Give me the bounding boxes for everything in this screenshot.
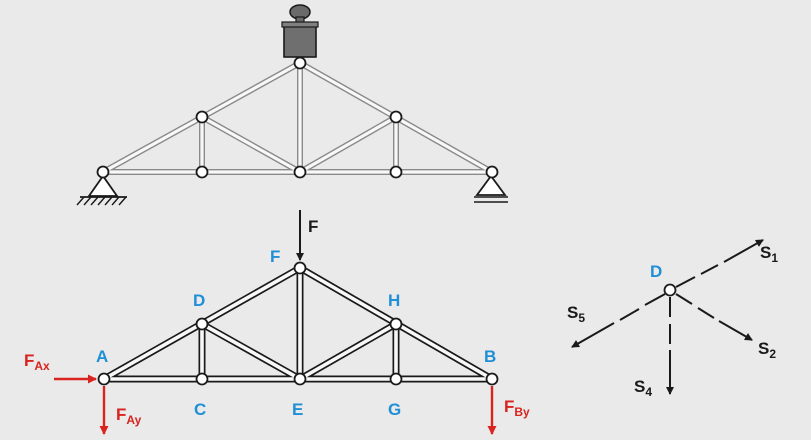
labeled-truss: F F D H A B C E G FAx FAy FBy <box>24 210 530 435</box>
load-label: F <box>308 217 318 236</box>
reaction-fay-label: FAy <box>116 405 142 427</box>
joint-d <box>195 317 209 331</box>
reaction-fby-label: FBy <box>504 397 530 419</box>
force-s1-label: S1 <box>760 243 778 265</box>
node-label-h: H <box>388 291 400 310</box>
reaction-fax-label: FAx <box>24 351 50 373</box>
force-s4-label: S4 <box>634 377 652 399</box>
force-s2-arrow <box>718 320 753 341</box>
force-s1-arrow <box>723 239 764 263</box>
roller-support-icon <box>474 174 508 203</box>
node-label-d: D <box>193 291 205 310</box>
joint-a <box>97 372 111 386</box>
labeled-truss-members <box>100 264 496 383</box>
top-truss-joints <box>96 56 499 179</box>
pin-support-icon <box>76 174 127 206</box>
force-s5-label: S5 <box>567 303 585 325</box>
node-label-e: E <box>292 400 303 419</box>
joint-f <box>293 261 307 275</box>
joint-b <box>485 372 499 386</box>
joint-c <box>195 372 209 386</box>
force-s5-arrow <box>571 322 615 348</box>
node-label-b: B <box>484 347 496 366</box>
force-s2-label: S2 <box>758 339 776 361</box>
node-label-f: F <box>270 247 280 266</box>
weight-icon <box>281 4 319 58</box>
joint-e <box>293 372 307 386</box>
node-label-a: A <box>96 347 108 366</box>
labeled-truss-joints <box>97 261 499 386</box>
node-d-free-body-diagram <box>571 239 764 395</box>
fbd-node-label: D <box>650 262 662 281</box>
joint-h <box>389 317 403 331</box>
node-label-g: G <box>388 400 401 419</box>
top-truss-members <box>100 60 495 175</box>
fbd-joint-d <box>663 283 677 297</box>
joint-g <box>389 372 403 386</box>
node-label-c: C <box>194 400 206 419</box>
top-truss <box>76 4 508 206</box>
